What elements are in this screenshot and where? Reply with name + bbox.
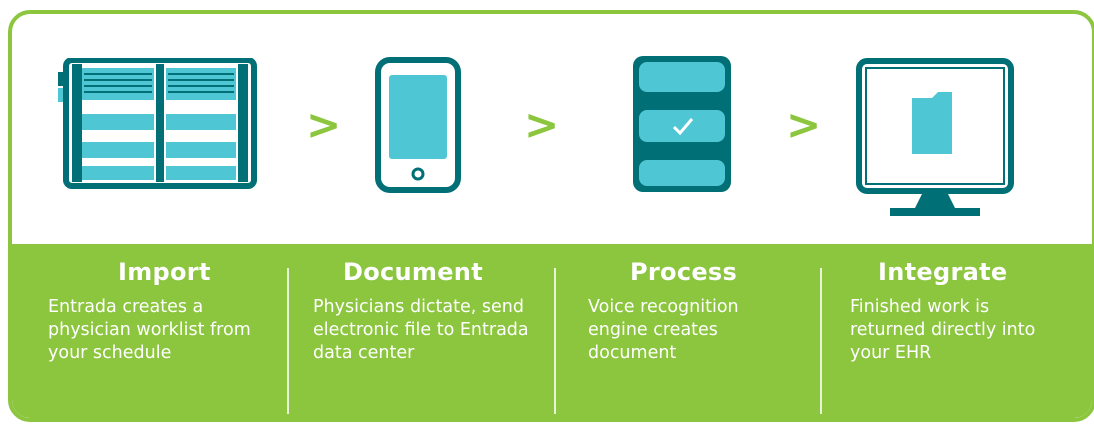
step-document-description: Physicians dictate, send electronic file… — [313, 297, 529, 363]
arrow-3: > — [786, 100, 822, 149]
step-import-title: Import — [118, 258, 211, 286]
step-document-title: Document — [343, 258, 483, 286]
arrow-1: > — [306, 100, 342, 149]
step-document: Document Physicians dictate, send electr… — [313, 258, 553, 365]
monitor-folder-icon — [856, 58, 1014, 216]
worklist-book-icon — [58, 58, 257, 189]
step-import: Import Entrada creates a physician workl… — [48, 258, 278, 365]
step-integrate: Integrate Finished work is returned dire… — [850, 258, 1050, 365]
divider-1 — [287, 268, 289, 414]
divider-3 — [820, 268, 822, 414]
step-process-description: Voice recognition engine creates documen… — [588, 297, 739, 363]
smartphone-icon — [375, 57, 461, 193]
step-integrate-title: Integrate — [878, 258, 1008, 286]
database-check-icon — [633, 56, 731, 192]
step-integrate-description: Finished work is returned directly into … — [850, 297, 1036, 363]
arrow-2: > — [524, 100, 560, 149]
steps-band — [12, 244, 1092, 418]
step-process-title: Process — [630, 258, 738, 286]
step-process: Process Voice recognition engine creates… — [588, 258, 788, 365]
step-import-description: Entrada creates a physician worklist fro… — [48, 297, 251, 363]
divider-2 — [554, 268, 556, 414]
